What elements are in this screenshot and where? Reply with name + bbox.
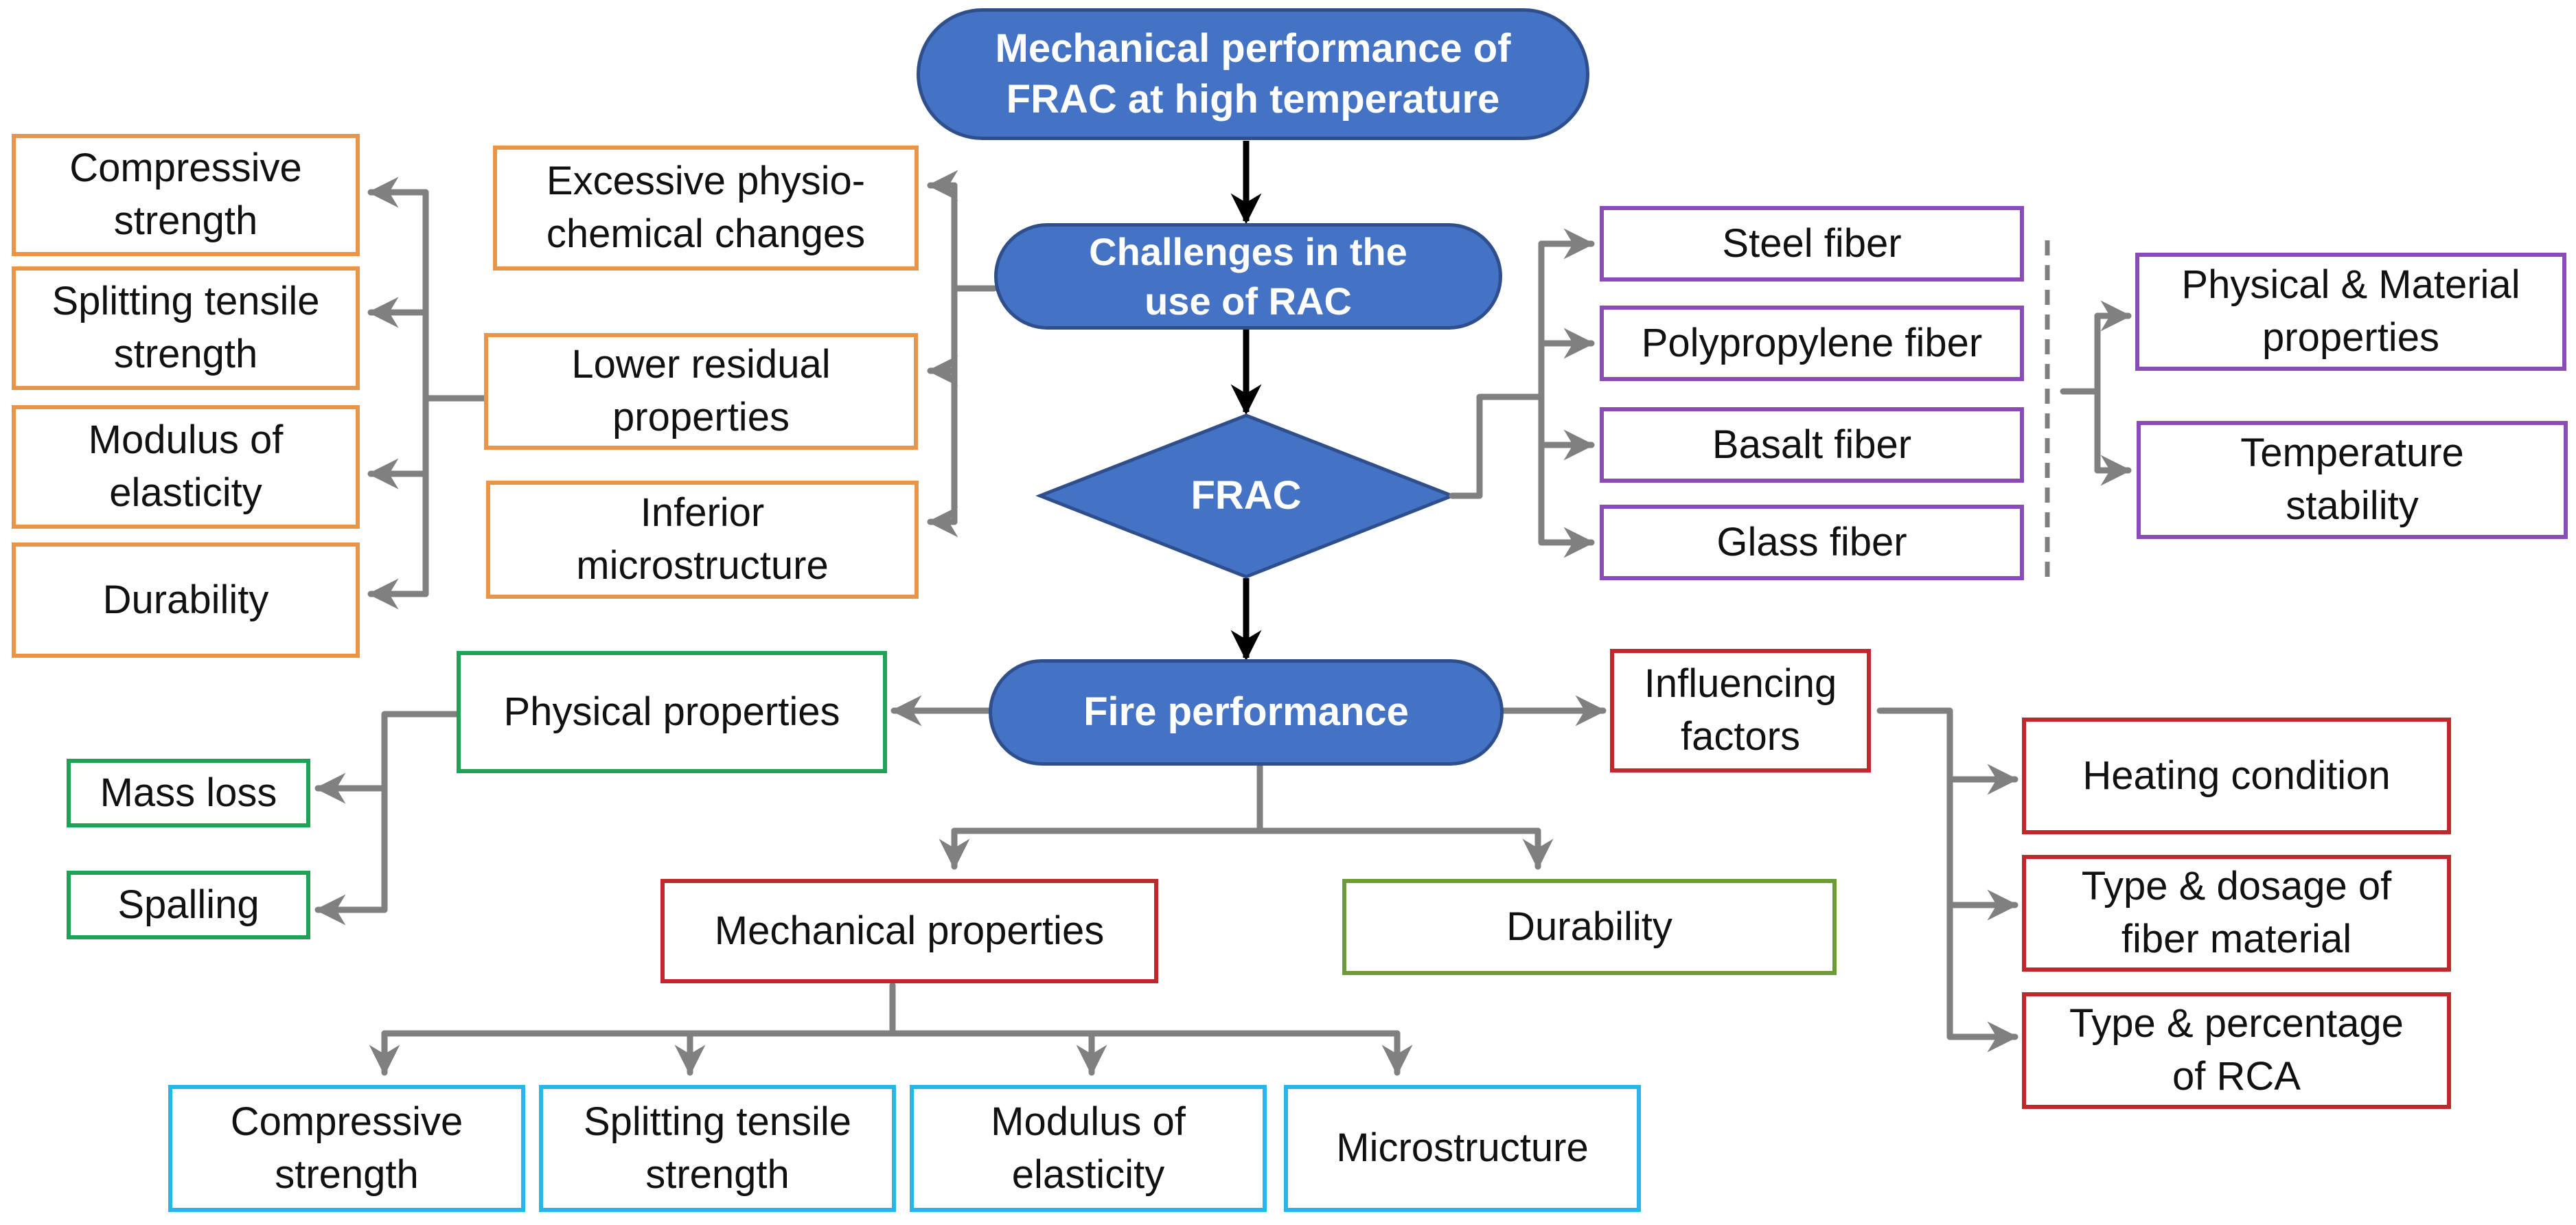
- durability-box: Durability: [1342, 879, 1837, 975]
- fire-performance-node: Fire performance: [989, 659, 1504, 766]
- fiber-bracket: [1449, 228, 1595, 558]
- influencing-factors-box: Influencing factors: [1610, 649, 1871, 772]
- physical-properties-box: Physical properties: [457, 651, 887, 773]
- factor-rca-type-percentage: Type & percentage of RCA: [2022, 992, 2451, 1109]
- fiber-props-bracket: [2060, 300, 2132, 486]
- mechanical-split-connector: [369, 982, 1413, 1076]
- physical-item-spalling: Spalling: [67, 871, 310, 939]
- fire-split-connector: [939, 762, 1554, 870]
- factor-heating-condition: Heating condition: [2022, 718, 2451, 834]
- residual-item-modulus-elasticity: Modulus of elasticity: [12, 405, 360, 529]
- mech-item-splitting-tensile: Splitting tensile strength: [539, 1085, 896, 1212]
- fiber-polypropylene: Polypropylene fiber: [1600, 306, 2024, 381]
- influencing-bracket: [1876, 707, 2019, 1053]
- frac-label: FRAC: [1191, 473, 1302, 518]
- challenge-item-inferior-microstructure: Inferior microstructure: [486, 481, 919, 599]
- mechanical-properties-box: Mechanical properties: [660, 879, 1158, 983]
- factor-fiber-type-dosage: Type & dosage of fiber material: [2022, 855, 2451, 972]
- residual-bracket: [367, 176, 487, 610]
- frac-diamond: [1035, 413, 1457, 579]
- mech-item-microstructure: Microstructure: [1284, 1085, 1641, 1212]
- root-node: Mechanical performance of FRAC at high t…: [917, 8, 1589, 140]
- residual-item-durability: Durability: [12, 542, 360, 658]
- fiber-steel: Steel fiber: [1600, 206, 2024, 282]
- challenges-node: Challenges in the use of RAC: [994, 223, 1502, 330]
- fiber-prop-temperature-stability: Temperature stability: [2137, 421, 2568, 539]
- fiber-basalt: Basalt fiber: [1600, 407, 2024, 483]
- challenges-line-1: Challenges in the: [1089, 229, 1407, 273]
- residual-item-compressive-strength: Compressive strength: [12, 134, 360, 256]
- physical-bracket: [314, 711, 460, 926]
- mech-item-compressive-strength: Compressive strength: [168, 1085, 525, 1212]
- mech-item-modulus-elasticity: Modulus of elasticity: [910, 1085, 1267, 1212]
- root-line-2: FRAC at high temperature: [1006, 77, 1500, 122]
- fiber-glass: Glass fiber: [1600, 505, 2024, 580]
- challenge-item-lower-residual: Lower residual properties: [484, 333, 918, 450]
- challenges-bracket: [927, 170, 998, 538]
- residual-item-splitting-tensile: Splitting tensile strength: [12, 266, 360, 390]
- challenges-line-2: use of RAC: [1145, 279, 1352, 323]
- physical-item-mass-loss: Mass loss: [67, 759, 310, 827]
- challenge-item-physiochemical: Excessive physio- chemical changes: [493, 146, 919, 271]
- root-line-1: Mechanical performance of: [995, 25, 1511, 71]
- fiber-prop-physical-material: Physical & Material properties: [2135, 253, 2566, 371]
